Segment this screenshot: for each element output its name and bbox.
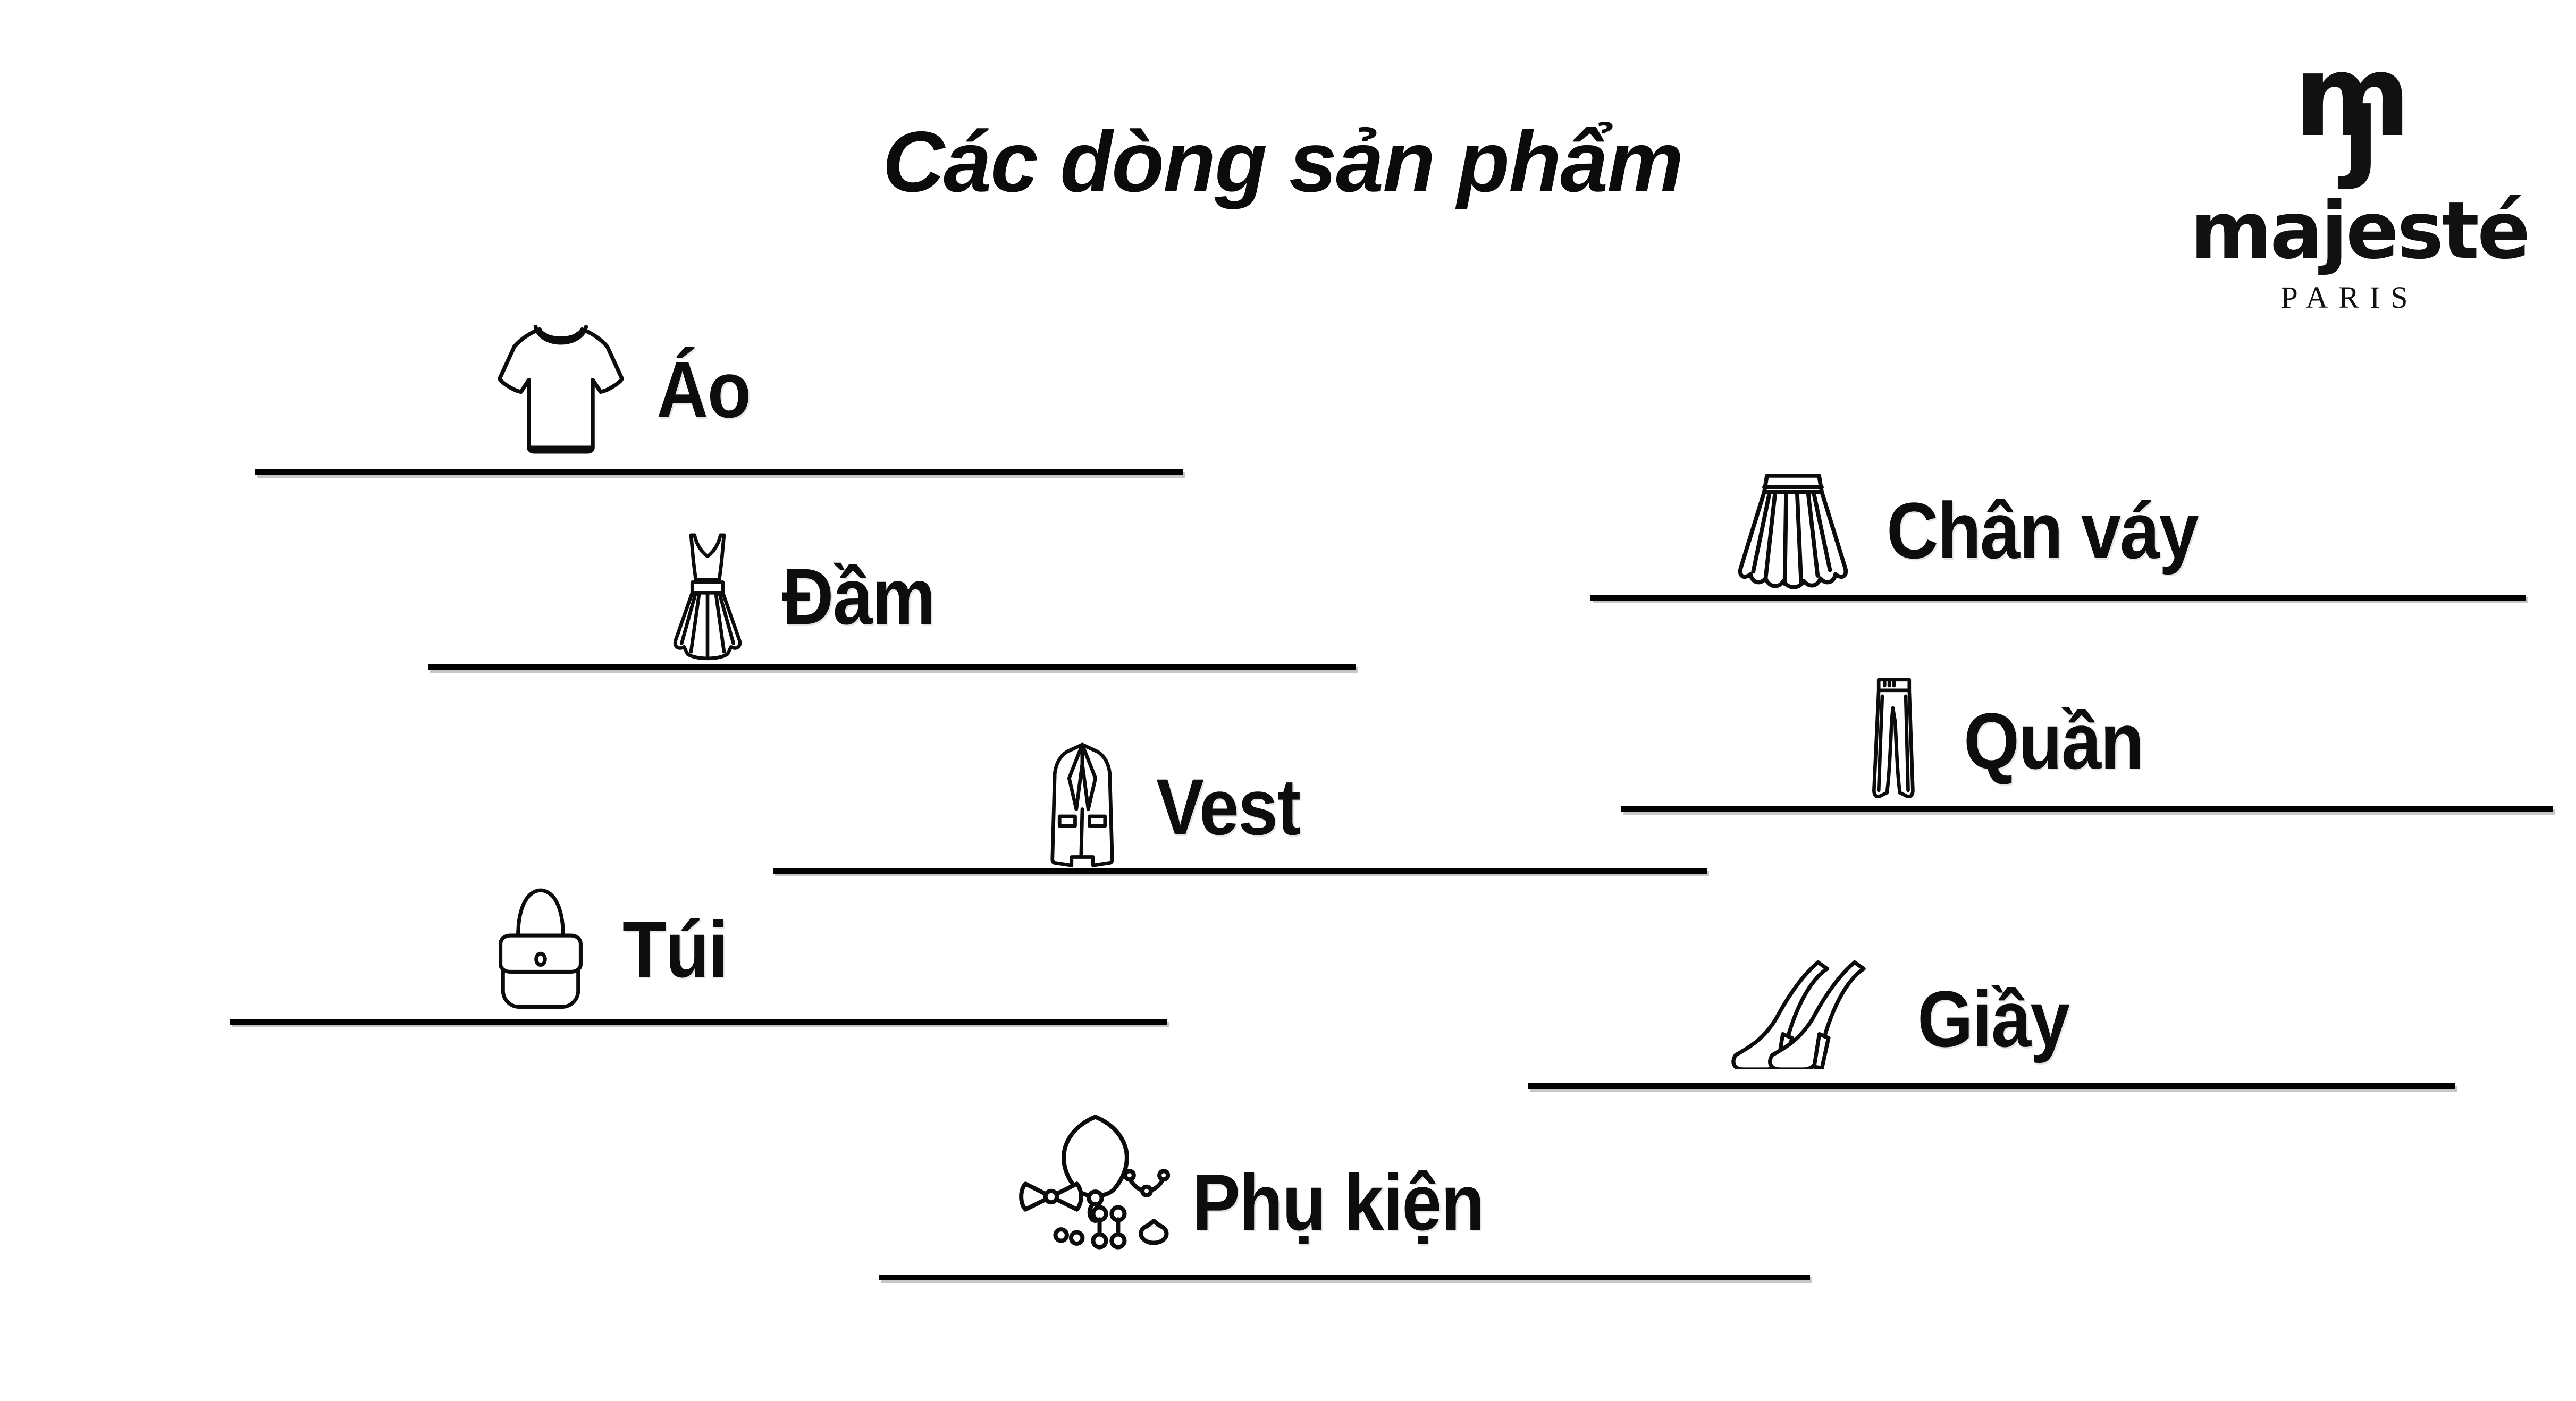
pants-icon	[1862, 675, 1926, 807]
category-label: Phụ kiện	[1192, 1157, 1485, 1247]
category-dam: Đầm	[662, 530, 952, 662]
category-vest: Vest	[1038, 740, 1316, 874]
underline-tui	[230, 1019, 1167, 1025]
majeste-monogram-icon: m ȷ	[2190, 51, 2504, 190]
underline-chan-vay	[1590, 595, 2526, 601]
jewelry-icon	[1014, 1110, 1176, 1252]
underline-vest	[773, 868, 1707, 874]
category-label: Giầy	[1917, 974, 2070, 1064]
svg-text:ȷ: ȷ	[2337, 60, 2380, 190]
blazer-icon	[1038, 740, 1127, 874]
tshirt-icon	[494, 317, 627, 463]
category-label: Quần	[1964, 696, 2144, 786]
skirt-icon	[1729, 469, 1857, 592]
svg-text:m: m	[2294, 51, 2411, 162]
underline-quan	[1621, 806, 2553, 812]
underline-dam	[428, 664, 1356, 670]
category-label: Áo	[656, 345, 751, 434]
category-label: Chân váy	[1887, 485, 2199, 575]
category-phu-kien: Phụ kiện	[1014, 1110, 1516, 1252]
category-quan: Quần	[1862, 675, 2163, 807]
brand-name: majesté	[2190, 185, 2530, 276]
underline-ao	[255, 469, 1183, 475]
category-giay: Giầy	[1724, 949, 2086, 1071]
heels-icon	[1724, 949, 1888, 1071]
category-label: Đầm	[782, 551, 936, 641]
underline-phu-kien	[879, 1275, 1810, 1280]
brand-city: PARIS	[2280, 280, 2419, 315]
handbag-icon	[488, 883, 593, 1015]
category-chan-vay: Chân váy	[1729, 469, 2233, 592]
category-label: Túi	[622, 904, 728, 994]
category-ao: Áo	[494, 317, 761, 463]
underline-giay	[1528, 1083, 2455, 1089]
page-title: Các dòng sản phẩm	[882, 114, 1683, 210]
category-label: Vest	[1156, 762, 1301, 851]
brand-logo: m ȷ majesté PARIS	[2190, 51, 2530, 315]
dress-icon	[662, 530, 753, 662]
category-tui: Túi	[488, 883, 739, 1015]
